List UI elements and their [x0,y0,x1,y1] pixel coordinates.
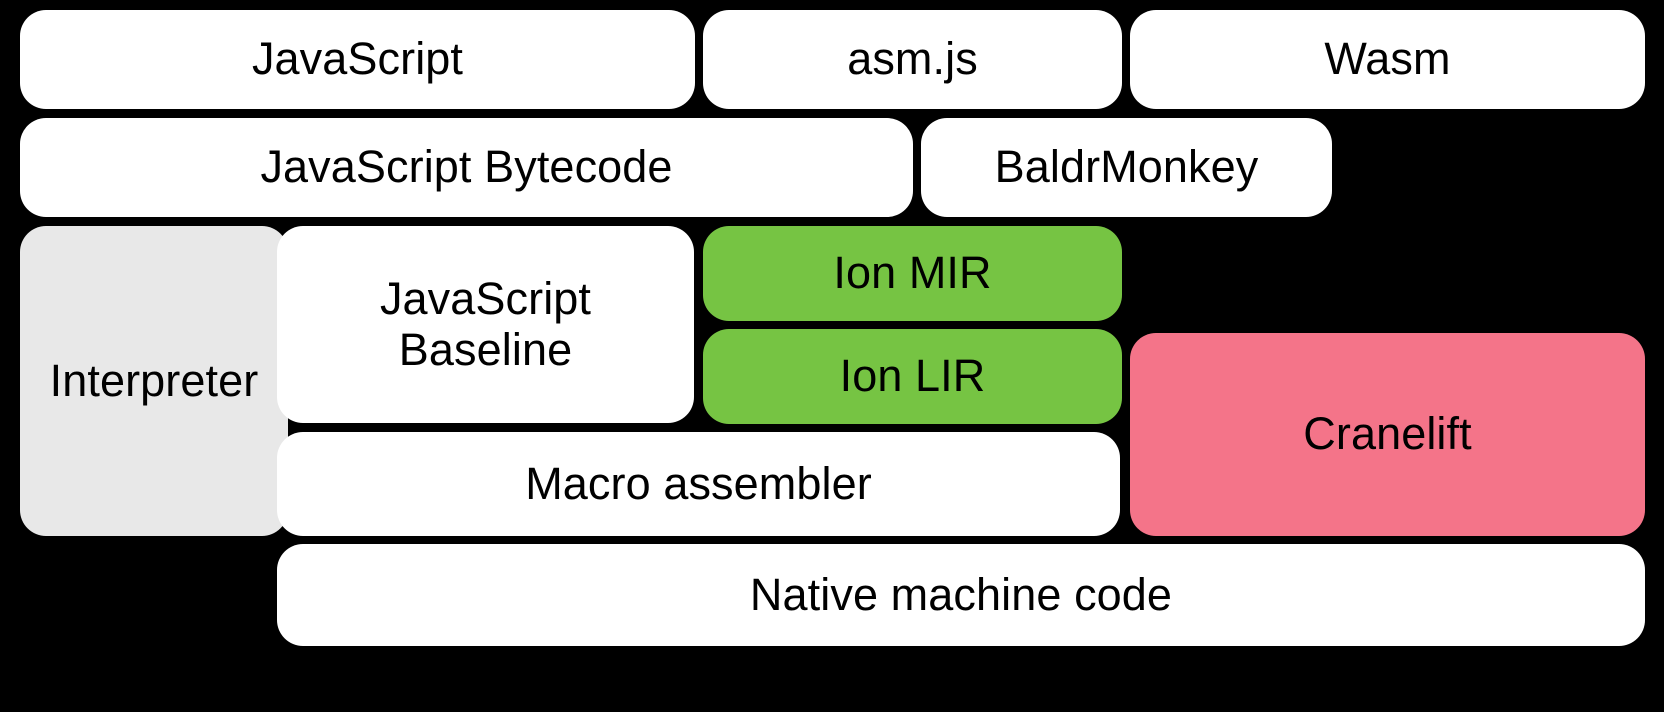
node-label-javascript-baseline: JavaScript Baseline [379,273,592,375]
node-label-javascript: JavaScript [251,33,464,85]
node-label-asm-js: asm.js [847,33,978,85]
node-native-machine-code: Native machine code [277,544,1645,646]
node-label-native-machine-code: Native machine code [749,568,1173,620]
node-wasm: Wasm [1130,10,1645,109]
node-label-interpreter: Interpreter [49,354,259,406]
node-label-javascript-bytecode: JavaScript Bytecode [260,141,673,193]
node-javascript-baseline: JavaScript Baseline [277,226,694,423]
node-baldrmonkey: BaldrMonkey [921,118,1332,217]
node-macro-assembler: Macro assembler [277,432,1120,536]
node-label-macro-assembler: Macro assembler [525,457,872,509]
node-label-wasm: Wasm [1324,33,1451,85]
node-ion-mir: Ion MIR [703,226,1122,321]
node-asm-js: asm.js [703,10,1122,109]
node-cranelift: Cranelift [1130,333,1645,536]
node-label-ion-lir: Ion LIR [839,350,986,402]
node-javascript: JavaScript [20,10,695,109]
node-label-cranelift: Cranelift [1303,408,1472,460]
node-ion-lir: Ion LIR [703,329,1122,424]
node-label-baldrmonkey: BaldrMonkey [994,141,1259,193]
node-javascript-bytecode: JavaScript Bytecode [20,118,913,217]
node-interpreter: Interpreter [20,226,288,536]
node-label-ion-mir: Ion MIR [833,247,992,299]
